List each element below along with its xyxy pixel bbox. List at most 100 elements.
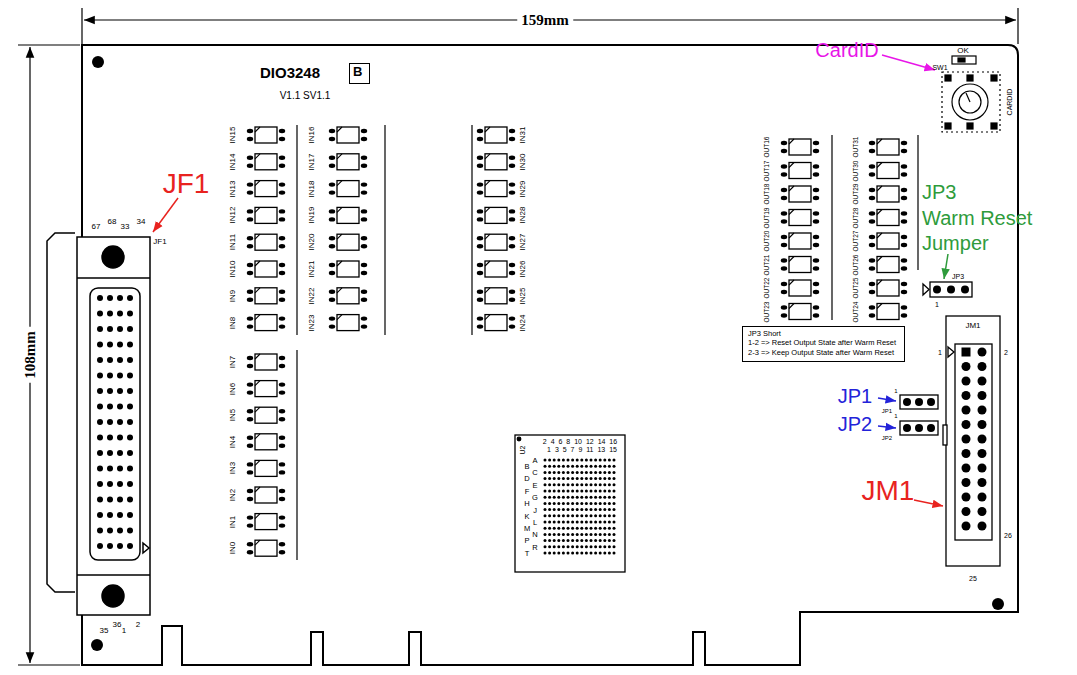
bga-ball <box>571 545 574 548</box>
solder-pad <box>247 324 253 328</box>
bga-ball <box>585 496 588 499</box>
header-pin <box>962 478 971 487</box>
solder-pad <box>813 258 819 262</box>
ball-row-letters: B D F H K M P T <box>524 461 531 560</box>
bga-ball <box>567 471 570 474</box>
bga-ball <box>567 477 570 480</box>
pin1-marker <box>923 284 929 295</box>
bga-ball <box>557 545 560 548</box>
bga-ball <box>613 508 616 511</box>
bga-ball <box>557 459 560 462</box>
bga-ball <box>544 508 547 511</box>
pin1-bevel <box>877 233 882 238</box>
channel-label: OUT30 <box>853 160 860 181</box>
solder-pad <box>869 282 875 286</box>
bga-ball <box>608 527 611 530</box>
silkscreen-line <box>471 125 472 335</box>
mounting-bracket <box>47 233 75 592</box>
bga-ball <box>590 521 593 524</box>
connector-pin <box>107 388 113 394</box>
pin-number: 1 <box>894 388 897 394</box>
pin1-bevel <box>337 207 342 212</box>
bga-ball <box>594 496 597 499</box>
bga-ball <box>576 459 579 462</box>
solder-pad <box>781 141 787 145</box>
solder-pad <box>781 313 787 317</box>
header-pin <box>978 507 987 516</box>
channel-label: IN17 <box>308 153 316 170</box>
pin1-bevel <box>337 288 342 293</box>
bga-ball <box>562 545 565 548</box>
bga-ball <box>585 459 588 462</box>
solder-pad <box>361 263 367 267</box>
bga-ball <box>590 465 593 468</box>
header-pin <box>978 478 987 487</box>
optocoupler-symbol <box>329 154 367 170</box>
header-pin <box>962 522 971 531</box>
optocoupler-symbol <box>247 315 285 331</box>
optocoupler-symbol <box>329 315 367 331</box>
header-pin <box>962 507 971 516</box>
bga-ball <box>571 490 574 493</box>
callout-label: CardID <box>815 40 878 60</box>
solder-pad <box>279 190 285 194</box>
channel-label: IN6 <box>229 382 237 394</box>
solder-pad <box>901 282 907 286</box>
solder-pad <box>247 542 253 546</box>
channel-label: OUT17 <box>764 160 771 181</box>
silkscreen-line <box>296 125 297 335</box>
solder-pad <box>279 417 285 421</box>
optocoupler-body <box>485 315 507 331</box>
solder-pad <box>247 550 253 554</box>
connector-pin <box>107 326 113 332</box>
connector-pin <box>117 419 123 425</box>
optocoupler-symbol <box>247 381 285 397</box>
rotary-switch <box>952 84 988 120</box>
bga-ball <box>567 539 570 542</box>
header-pin <box>978 406 987 415</box>
optocoupler-body <box>255 354 277 370</box>
connector-pin <box>117 311 123 317</box>
ok-switch-lever <box>958 58 965 62</box>
pin1-bevel <box>255 407 260 412</box>
optocoupler-symbol <box>477 127 515 143</box>
bga-ball <box>594 521 597 524</box>
bga-ball <box>571 539 574 542</box>
bga-ball <box>608 552 611 555</box>
bga-ball <box>562 465 565 468</box>
optocoupler-body <box>337 234 359 250</box>
solder-pad <box>781 172 787 176</box>
connector-pin <box>127 342 133 348</box>
bga-ball <box>613 459 616 462</box>
optocoupler-symbol <box>477 181 515 197</box>
bga-ball <box>553 552 556 555</box>
connector-pin <box>127 326 133 332</box>
pin1-dot <box>517 437 521 441</box>
channel-label: OUT22 <box>764 278 771 299</box>
solder-pad <box>329 156 335 160</box>
bga-ball <box>603 552 606 555</box>
extension-line <box>18 44 80 45</box>
solder-pad <box>813 211 819 215</box>
extension-line <box>1017 8 1018 44</box>
bga-ball <box>585 545 588 548</box>
optocoupler-body <box>789 139 811 155</box>
channel-label: IN3 <box>229 462 237 474</box>
bga-ball <box>599 508 602 511</box>
optocoupler-symbol <box>247 354 285 370</box>
optocoupler-symbol <box>781 233 819 249</box>
solder-pad <box>247 364 253 368</box>
bga-ball <box>608 490 611 493</box>
dimension-label: 108mm <box>23 327 38 383</box>
pin1-bevel <box>789 257 794 262</box>
solder-pad <box>247 137 253 141</box>
channel-label: IN9 <box>229 290 237 302</box>
solder-pad <box>247 164 253 168</box>
optocoupler-body <box>485 234 507 250</box>
callout-arrow <box>914 500 943 506</box>
bga-ball <box>603 471 606 474</box>
pin1-bevel <box>337 234 342 239</box>
silkscreen-line <box>296 350 297 560</box>
bga-ball <box>557 471 560 474</box>
box-text: 1-2 => Reset Output State after Warm Res… <box>748 338 899 347</box>
